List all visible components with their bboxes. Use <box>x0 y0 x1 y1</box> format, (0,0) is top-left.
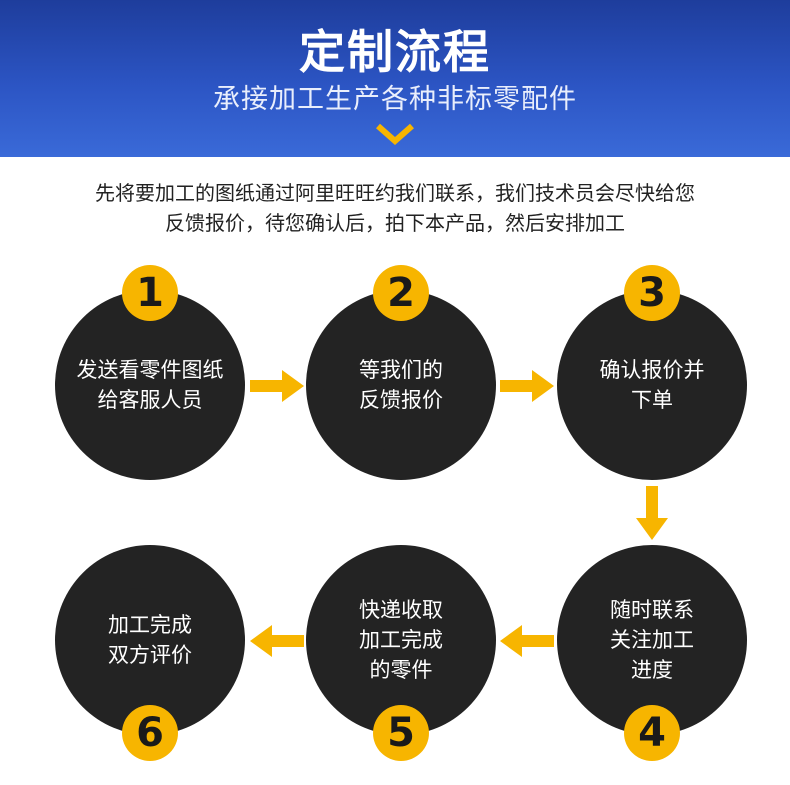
step-text-line: 确认报价并 <box>599 358 705 382</box>
step-text-line: 随时联系 <box>610 598 694 622</box>
arrow-left-icon <box>500 625 554 657</box>
step-text-line: 加工完成 <box>108 613 192 637</box>
step-number-badge: 5 <box>373 705 429 761</box>
step-text: 发送看零件图纸 给客服人员 <box>75 355 225 415</box>
step-text: 等我们的 反馈报价 <box>326 355 476 415</box>
step-text-line: 双方评价 <box>108 643 192 667</box>
step-number-badge: 4 <box>624 705 680 761</box>
step-text: 快递收取 加工完成 的零件 <box>326 595 476 685</box>
step-text-line: 下单 <box>631 388 673 412</box>
intro-line: 先将要加工的图纸通过阿里旺旺约我们联系，我们技术员会尽快给您 <box>95 181 695 205</box>
step-3: 确认报价并 下单 3 <box>557 265 747 480</box>
page-subtitle: 承接加工生产各种非标零配件 <box>213 84 577 115</box>
arrow-down-icon <box>636 486 668 540</box>
step-circle: 加工完成 双方评价 <box>55 545 245 735</box>
step-number-badge: 3 <box>624 265 680 321</box>
step-1: 发送看零件图纸 给客服人员 1 <box>55 265 245 480</box>
intro-text: 先将要加工的图纸通过阿里旺旺约我们联系，我们技术员会尽快给您 反馈报价，待您确认… <box>0 178 790 238</box>
page-title: 定制流程 <box>299 25 491 79</box>
step-6: 加工完成 双方评价 6 <box>55 545 245 761</box>
step-circle: 等我们的 反馈报价 <box>306 290 496 480</box>
step-text-line: 等我们的 <box>359 358 443 382</box>
step-text-line: 进度 <box>631 658 673 682</box>
step-number-badge: 1 <box>122 265 178 321</box>
step-4: 随时联系 关注加工 进度 4 <box>557 545 747 761</box>
arrow-right-icon <box>250 370 304 402</box>
step-text-line: 发送看零件图纸 <box>76 358 224 382</box>
arrow-right-icon <box>500 370 554 402</box>
step-text-line: 给客服人员 <box>97 388 203 412</box>
step-circle: 随时联系 关注加工 进度 <box>557 545 747 735</box>
step-number-badge: 6 <box>122 705 178 761</box>
step-5: 快递收取 加工完成 的零件 5 <box>306 545 496 761</box>
step-circle: 发送看零件图纸 给客服人员 <box>55 290 245 480</box>
step-text-line: 反馈报价 <box>359 388 443 412</box>
step-text: 确认报价并 下单 <box>577 355 727 415</box>
step-text: 加工完成 双方评价 <box>75 610 225 670</box>
step-2: 等我们的 反馈报价 2 <box>306 265 496 480</box>
step-circle: 快递收取 加工完成 的零件 <box>306 545 496 735</box>
step-text-line: 的零件 <box>369 658 433 682</box>
header-banner: 定制流程 承接加工生产各种非标零配件 <box>0 0 790 157</box>
step-number-badge: 2 <box>373 265 429 321</box>
intro-line: 反馈报价，待您确认后，拍下本产品，然后安排加工 <box>165 211 625 235</box>
step-circle: 确认报价并 下单 <box>557 290 747 480</box>
arrow-left-icon <box>250 625 304 657</box>
chevron-down-icon <box>376 123 414 146</box>
step-text-line: 快递收取 <box>359 598 443 622</box>
step-text-line: 加工完成 <box>359 628 443 652</box>
step-text: 随时联系 关注加工 进度 <box>577 595 727 685</box>
step-text-line: 关注加工 <box>610 628 694 652</box>
